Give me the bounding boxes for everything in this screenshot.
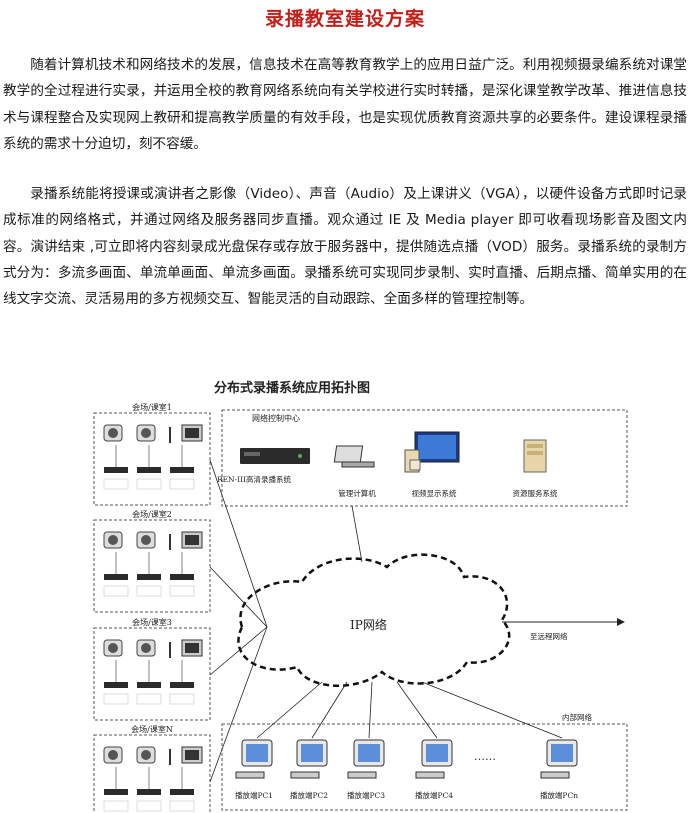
camera-icon <box>136 639 156 657</box>
laptop-icon <box>333 445 375 468</box>
player-label: 播放端PCn <box>540 790 578 800</box>
room-link-line <box>209 626 268 676</box>
room-link-line <box>209 566 268 628</box>
internal-network-box <box>221 723 628 811</box>
room-label: 会场/课室1 <box>132 402 172 412</box>
camera-icon <box>136 746 156 764</box>
player-link-line <box>311 681 348 739</box>
room-link-line <box>209 626 268 783</box>
player-label: 播放端PC4 <box>415 790 453 800</box>
camera-icon <box>103 531 123 549</box>
control-center-box <box>221 409 628 507</box>
ip-network-label: IP网络 <box>350 617 387 632</box>
encoder-box-icon <box>136 445 162 490</box>
camera-icon <box>136 424 156 442</box>
control-item-resource-server: 资源服务系统 <box>513 488 558 498</box>
player-pc-icon <box>235 739 273 779</box>
encoder-box-icon <box>169 445 195 490</box>
camera-icon <box>136 531 156 549</box>
remote-network-label: 至远程网络 <box>530 631 568 641</box>
room-box: 会场/课室3 <box>93 617 211 721</box>
room-label: 会场/课室N <box>131 724 173 734</box>
page-title: 录播教室建设方案 <box>264 8 425 30</box>
player-link-line <box>421 681 563 739</box>
topology-diagram: 分布式录播系统应用拓扑图 会场/课室1 会场/课室2 会场/课室3 会场/课室N 网络… <box>93 380 628 812</box>
ip-network-cloud <box>237 553 511 687</box>
players-ellipsis: …… <box>474 750 496 763</box>
camera-icon <box>103 424 123 442</box>
resource-server-icon <box>523 439 547 473</box>
encoder-box-icon <box>103 552 129 597</box>
camera-icon <box>103 639 123 657</box>
room-box: 会场/课室2 <box>93 509 211 613</box>
diagram-title: 分布式录播系统应用拓扑图 <box>214 380 370 396</box>
features-paragraph: 录播系统能将授课或演讲者之影像（Video）、声音（Audio）及上课讲义（VG… <box>3 186 687 308</box>
pc-icon <box>181 746 203 764</box>
internal-network-label: 内部网络 <box>562 712 592 722</box>
encoder-box-icon <box>136 552 162 597</box>
player-link-line <box>396 681 438 739</box>
encoder-box-icon <box>136 767 162 812</box>
encoder-box-icon <box>103 445 129 490</box>
player-label: 播放端PC2 <box>290 790 328 800</box>
encoder-box-icon <box>169 660 195 705</box>
intro-paragraph: 随着计算机技术和网络技术的发展，信息技术在高等教育教学上的应用日益广泛。利用视频… <box>3 57 687 152</box>
player-pc-icon <box>540 739 578 779</box>
room-group: 会场/课室1 会场/课室2 会场/课室3 会场/课室N <box>93 402 211 812</box>
player-pc-icon <box>290 739 328 779</box>
player-link-line <box>256 681 323 739</box>
encoder-box-icon <box>103 660 129 705</box>
room-box: 会场/课室1 <box>93 402 211 506</box>
player-pc-icon <box>347 739 385 779</box>
link-group <box>209 459 563 783</box>
player-link-line <box>368 681 373 739</box>
room-box: 会场/课室N <box>93 724 211 812</box>
control-item-video-display: 视频显示系统 <box>412 488 457 498</box>
control-item-recorder: REN-III高清录播系统 <box>217 474 292 484</box>
encoder-box-icon <box>136 660 162 705</box>
video-display-icon <box>404 431 460 473</box>
encoder-box-icon <box>169 767 195 812</box>
pc-icon <box>181 424 203 442</box>
room-label: 会场/课室3 <box>132 617 172 627</box>
player-group: 播放端PC1 播放端PC2 播放端PC3 播放端PC4 播放端PCn <box>235 739 578 800</box>
encoder-box-icon <box>169 552 195 597</box>
control-center-label: 网络控制中心 <box>252 413 300 423</box>
recording-server-icon <box>240 448 310 464</box>
room-label: 会场/课室2 <box>132 509 172 519</box>
room-link-line <box>209 459 268 628</box>
player-label: 播放端PC3 <box>347 790 385 800</box>
pc-icon <box>181 639 203 657</box>
encoder-box-icon <box>103 767 129 812</box>
control-link-line <box>351 505 363 563</box>
player-pc-icon <box>415 739 453 779</box>
camera-icon <box>103 746 123 764</box>
player-label: 播放端PC1 <box>235 790 273 800</box>
control-item-management-pc: 管理计算机 <box>338 488 376 498</box>
pc-icon <box>181 531 203 549</box>
